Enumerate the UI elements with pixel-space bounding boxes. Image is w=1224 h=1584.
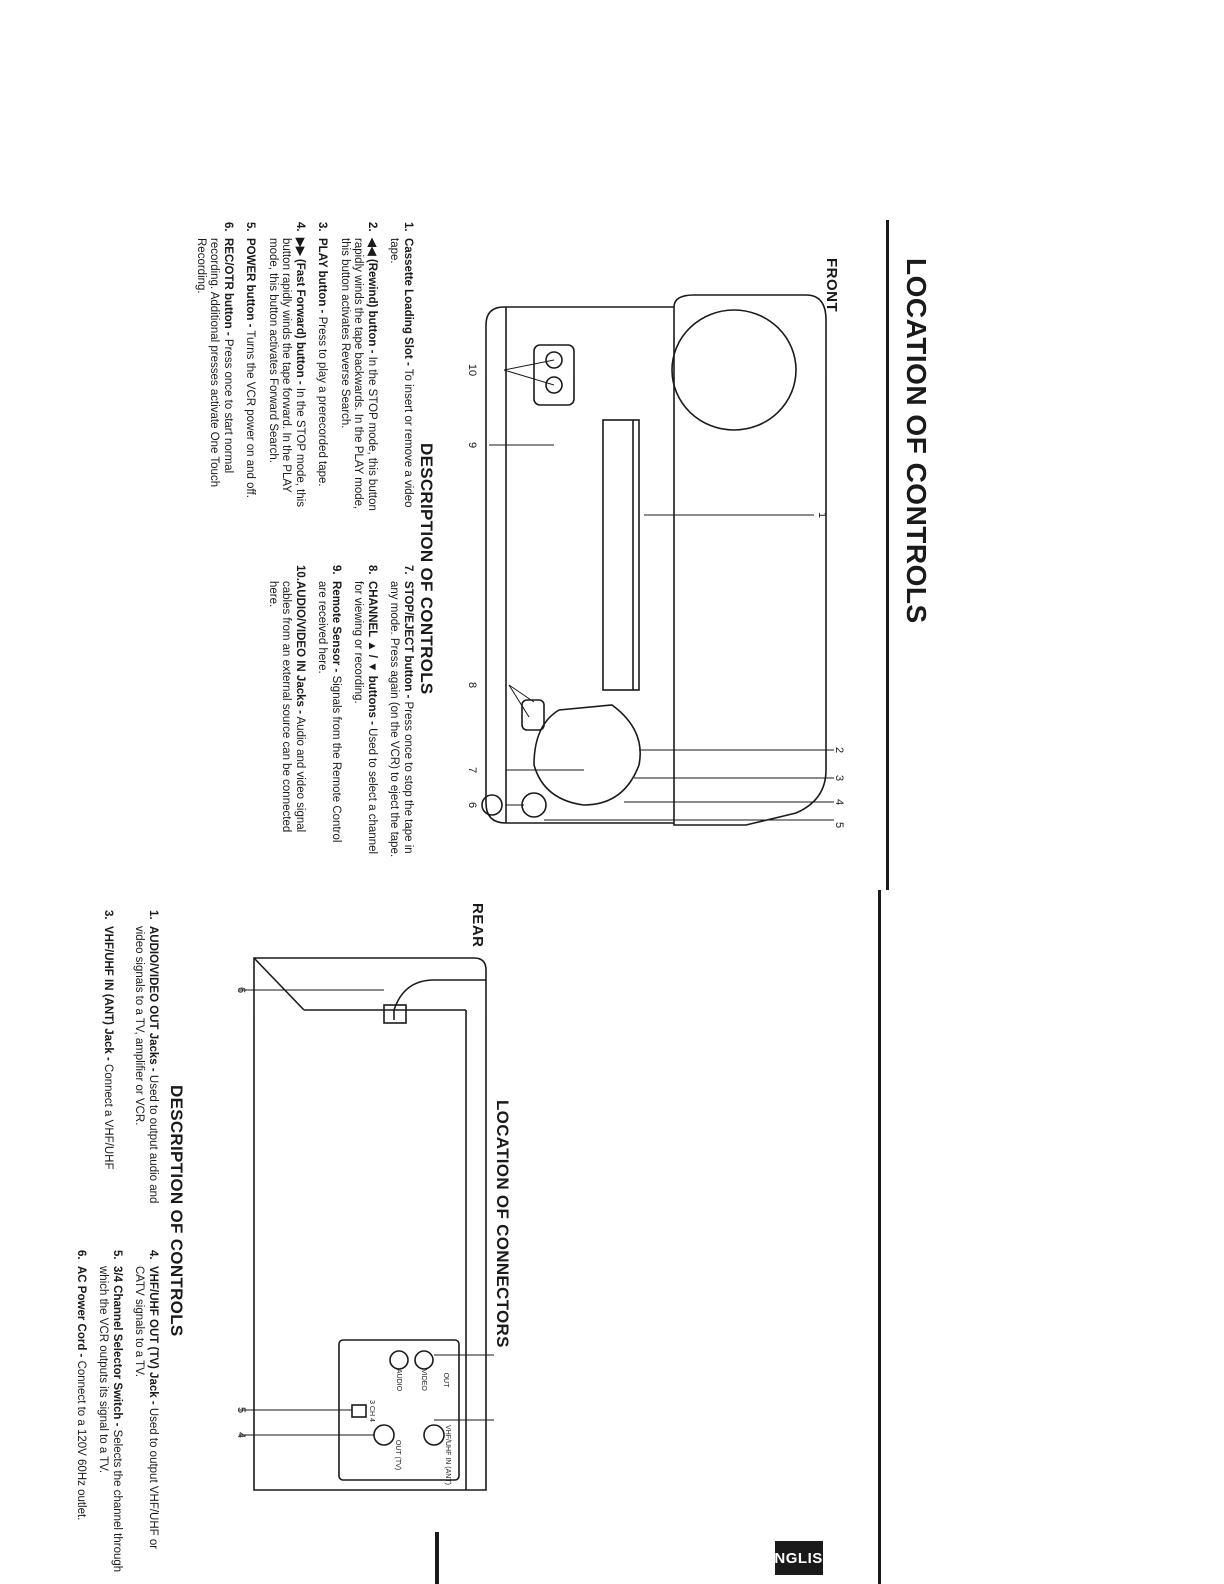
svg-text:VHF/UHF IN (ANT): VHF/UHF IN (ANT) (444, 1425, 451, 1485)
rear-callout-4: 4 (235, 1432, 247, 1438)
rear-callout-3: 3 (493, 1417, 494, 1423)
list-item: 9.Remote Sensor - Signals from the Remot… (316, 565, 343, 843)
top-dome (671, 309, 797, 431)
front-desc-col-1: 1.Cassette Loading Slot - To insert or r… (185, 222, 415, 512)
title-rule (886, 220, 889, 890)
rear-callout-6: 6 (235, 987, 247, 993)
list-item: 3.VHF/UHF IN (ANT) Jack - Connect a VHF/… (102, 910, 114, 1170)
svg-text:VIDEO: VIDEO (420, 1369, 427, 1391)
list-item: 6.AC Power Cord - Connect to a 120V 60Hz… (75, 1250, 87, 1521)
list-item: 7.STOP/EJECT button - Press once to stop… (388, 565, 415, 858)
list-item: 2.◀◀ (Rewind) button - In the STOP mode,… (339, 222, 378, 511)
callout-5: 5 (833, 822, 844, 828)
rear-desc-col-2: 4.VHF/UHF OUT (TV) Jack - Used to output… (65, 1250, 160, 1575)
callout-3: 3 (833, 775, 844, 781)
list-item: 6.REC/OTR button - Press once to start n… (195, 222, 234, 488)
list-item: 1.Cassette Loading Slot - To insert or r… (388, 222, 415, 508)
rear-heading: REAR (469, 903, 486, 948)
callout-8: 8 (466, 682, 478, 688)
power-inlet (383, 1004, 407, 1024)
callout-7: 7 (466, 767, 478, 773)
rec-button-shape (481, 794, 503, 816)
list-item: 4.VHF/UHF OUT (TV) Jack - Used to output… (133, 1250, 160, 1550)
video-out-jack (414, 1350, 434, 1370)
list-item: 3.PLAY button - Press to play a prerecor… (316, 222, 329, 487)
edge-mark (435, 1532, 439, 1584)
page-title: LOCATION OF CONTROLS (901, 258, 932, 624)
callout-2: 2 (833, 747, 844, 753)
language-badge: ENGLISH (764, 1541, 834, 1575)
callout-10: 10 (466, 364, 478, 376)
cassette-slot (602, 419, 640, 691)
rear-desc-title: DESCRIPTION OF CONTROLS (167, 1085, 186, 1337)
rear-callout-5: 5 (235, 1407, 247, 1413)
power-button-shape (521, 792, 547, 818)
callout-4: 4 (833, 799, 844, 805)
callout-9: 9 (466, 442, 478, 448)
ant-in-jack (423, 1424, 445, 1446)
callout-6: 6 (466, 802, 478, 808)
list-item: 4.▶▶ (Fast Forward) button - In the STOP… (267, 222, 306, 508)
svg-text:AUDIO: AUDIO (395, 1369, 402, 1392)
front-desc-title: DESCRIPTION OF CONTROLS (417, 443, 436, 695)
power-cord (393, 979, 486, 1020)
channel-buttons (521, 699, 545, 731)
list-item: 8.CHANNEL ▲ / ▼ buttons - Used to select… (352, 565, 379, 855)
list-item: 5.3/4 Channel Selector Switch - Selects … (97, 1250, 124, 1573)
vcr-outline (673, 294, 827, 826)
ch-switch (351, 1404, 367, 1418)
rear-callout-1: 1 (493, 1352, 494, 1358)
rear-desc-col-1: 1.AUDIO/VIDEO OUT Jacks - Used to output… (92, 910, 160, 1230)
right-rule (878, 890, 881, 1584)
control-cluster (533, 704, 641, 806)
svg-text:OUT (TV): OUT (TV) (394, 1440, 401, 1470)
rear-outline (253, 957, 487, 1491)
front-vcr-diagram: 1 2 3 4 5 6 7 8 9 10 (466, 294, 844, 828)
rear-vcr-diagram: OUT VIDEO AUDIO VHF/UHF IN (ANT) OUT (TV… (235, 957, 494, 1491)
vcr-front-face (485, 306, 674, 824)
list-item: 1.AUDIO/VIDEO OUT Jacks - Used to output… (133, 910, 160, 1204)
list-item: 10.AUDIO/VIDEO IN Jacks - Audio and vide… (267, 565, 306, 833)
connectors-title: LOCATION OF CONNECTORS (493, 1100, 512, 1348)
callout-1: 1 (816, 512, 828, 518)
av-jack-2 (545, 376, 563, 394)
list-item: 5.POWER button - Turns the VCR power on … (244, 222, 257, 498)
front-desc-col-2: 7.STOP/EJECT button - Press once to stop… (257, 565, 415, 860)
av-jack-1 (545, 351, 563, 369)
svg-text:3 CH 4: 3 CH 4 (368, 1400, 375, 1422)
svg-text:OUT: OUT (442, 1373, 449, 1389)
ant-out-jack (373, 1424, 395, 1446)
audio-out-jack (389, 1350, 409, 1370)
